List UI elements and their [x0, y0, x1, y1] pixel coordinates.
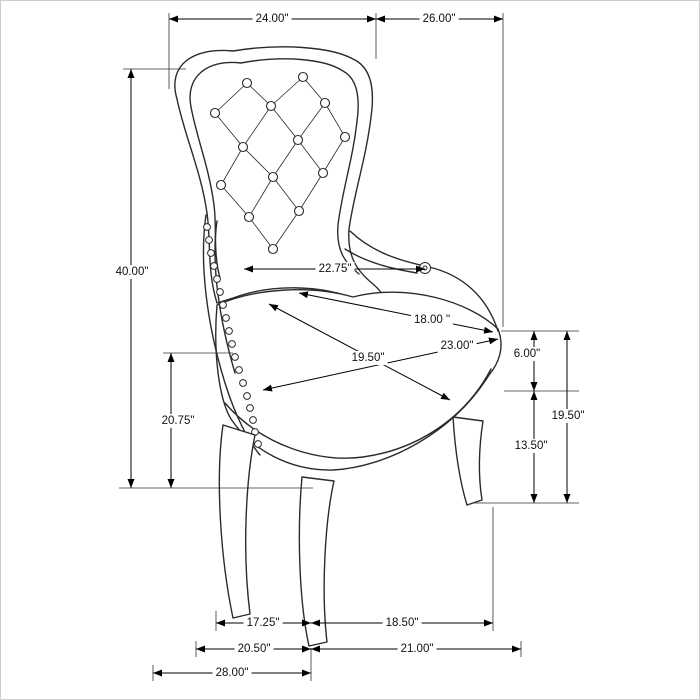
dim-label-side-leg-span: 18.50": [382, 616, 422, 630]
front-left-leg: [218, 424, 256, 619]
dim-label-seat-width: 23.00": [437, 339, 477, 353]
dim-label-base-overall-depth: 28.00": [212, 666, 252, 680]
dimension-lines-bottom: [152, 507, 522, 681]
chair-back-inner-seam: [189, 58, 360, 275]
dim-label-back-width: 24.00": [252, 12, 292, 26]
nailhead-trim: [203, 223, 262, 448]
dim-label-leg-height: 13.50": [511, 439, 551, 453]
dim-label-seat-diagonal: 19.50": [348, 351, 388, 365]
dim-label-arm-height: 20.75": [158, 414, 198, 428]
dim-label-overall-height: 40.00": [112, 265, 152, 279]
dim-label-seat-depth: 18.00 ": [410, 313, 454, 327]
chair-back-inner-seam-left: [190, 106, 221, 279]
tufting-lattice: [214, 76, 346, 250]
dim-label-seat-height-total: 19.50": [548, 409, 588, 423]
dim-label-interior-back-width: 22.75": [315, 262, 355, 276]
dim-label-front-leg-span: 17.25": [243, 616, 283, 630]
front-right-leg: [298, 476, 335, 647]
dim-label-back-rail-height: 6.00": [510, 347, 544, 361]
dim-label-side-base-depth: 21.00": [397, 642, 437, 656]
rear-right-leg: [452, 416, 484, 506]
tufting-buttons: [209, 71, 351, 255]
dim-label-overall-depth-top: 26.00": [419, 12, 459, 26]
dim-label-front-base-width: 20.50": [234, 642, 274, 656]
seat-front-seam: [224, 368, 492, 459]
